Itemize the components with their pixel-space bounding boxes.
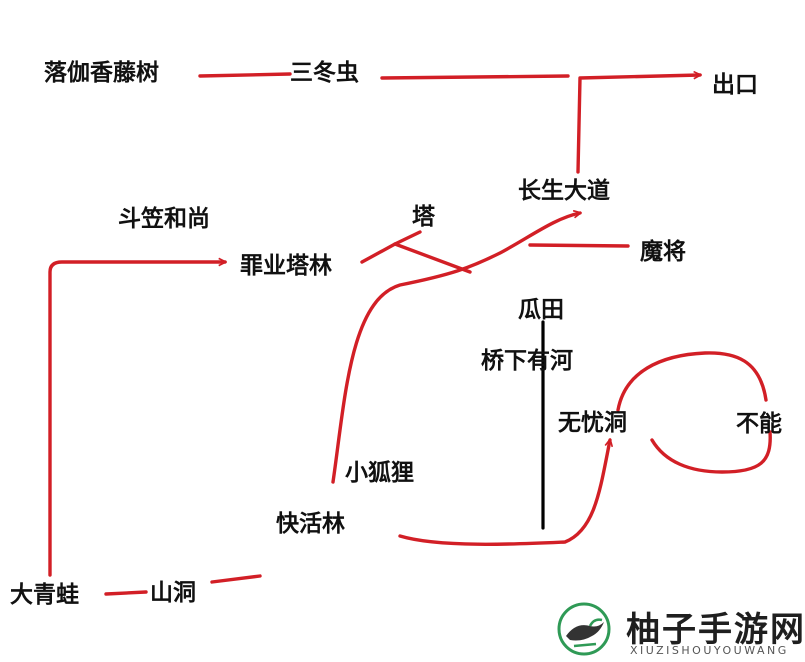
node-douli: 斗笠和尚	[118, 206, 210, 232]
node-chukou: 出口	[712, 72, 758, 98]
watermark-subtitle: XIUZISHOUYOUWANG	[630, 644, 789, 657]
edge-daqingwa-zuiye	[48, 262, 225, 577]
node-guatian: 瓜田	[518, 297, 564, 323]
edge-kuaihuo-wuyou	[398, 440, 610, 546]
node-xiaohuli: 小狐狸	[345, 460, 414, 486]
watermark-title: 柚子手游网	[626, 610, 805, 650]
watermark-logo: 柚子手游网 XIUZISHOUYOUWANG	[556, 600, 804, 658]
bird-icon	[557, 602, 611, 656]
edge-ta-branch	[393, 242, 472, 274]
edge-zuiye-ta	[360, 230, 422, 264]
edge-luojia-sandong	[198, 72, 292, 78]
node-shandong: 山洞	[150, 580, 196, 606]
node-ta: 塔	[412, 204, 435, 230]
edge-to-chukou	[576, 75, 700, 174]
edge-sandong-chukou	[380, 74, 570, 80]
node-daqingwa: 大青蛙	[10, 582, 79, 608]
node-zuiye: 罪业塔林	[240, 253, 332, 279]
edge-wuyou-buneng-loop	[616, 351, 772, 474]
node-mojiang: 魔将	[640, 239, 686, 265]
node-kuaihuo: 快活林	[276, 511, 345, 537]
node-buneng: 不能	[736, 411, 782, 437]
node-luojia: 落伽香藤树	[44, 60, 159, 86]
edge-xiaohuli-changsheng	[331, 213, 580, 484]
node-changsheng: 长生大道	[518, 178, 610, 204]
edge-daqingwa-shandong	[104, 590, 148, 596]
node-qiaoxia: 桥下有河	[481, 348, 573, 374]
node-sandong: 三冬虫	[290, 60, 359, 86]
edge-mojiang	[528, 243, 630, 248]
edge-shandong-tail	[210, 574, 262, 584]
node-wuyou: 无忧洞	[558, 410, 627, 436]
